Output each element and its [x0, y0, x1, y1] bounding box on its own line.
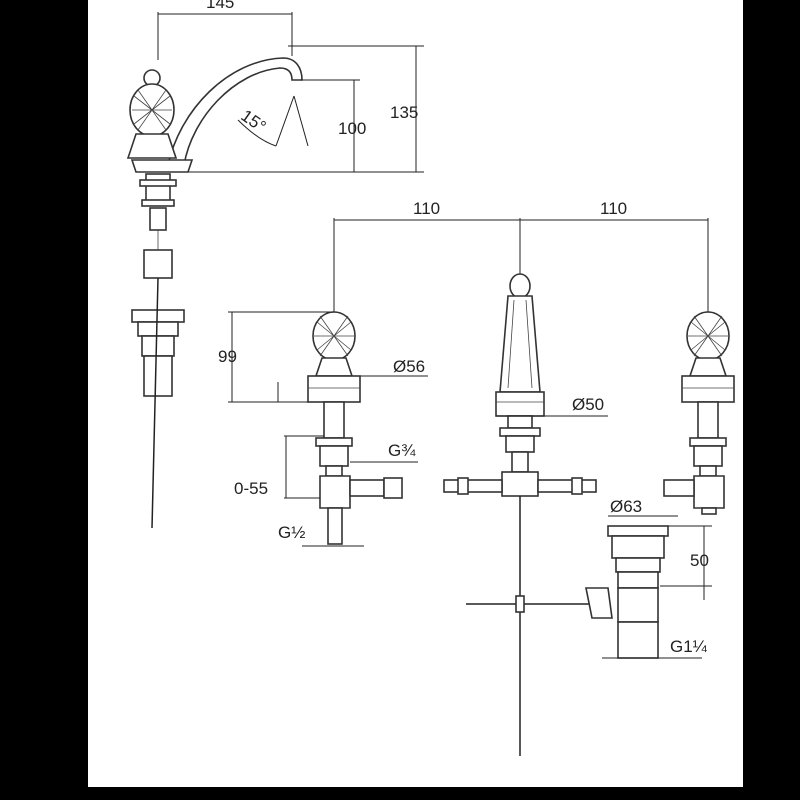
- left-handle-dimensions: 99 Ø56 0-55 G¾ G½: [218, 311, 428, 547]
- dim-spout-diameter: Ø50: [572, 395, 604, 414]
- dim-drain-thread: G1¼: [670, 637, 708, 656]
- dim-inlet-thread: G¾: [388, 441, 416, 460]
- dim-deck-thickness: 0-55: [234, 479, 268, 498]
- drain-dimensions: Ø63 50 G1¼: [602, 497, 712, 659]
- spacing-dimensions: 110 110: [333, 199, 709, 312]
- side-handle-knob: [126, 69, 178, 159]
- left-handle-assembly: [307, 311, 403, 545]
- spout: [167, 57, 303, 166]
- drawing-sheet: 145 135 100 15° 110 110: [88, 0, 743, 787]
- dim-spout-reach: 145: [206, 0, 234, 12]
- side-dimensions: 145 135 100 15°: [157, 0, 424, 173]
- dim-drain-height: 50: [690, 551, 709, 570]
- side-view-faucet: [126, 57, 309, 529]
- dim-drain-diameter: Ø63: [610, 497, 642, 516]
- dim-overall-height: 135: [390, 103, 418, 122]
- dim-spout-height: 100: [338, 119, 366, 138]
- dim-spacing-left: 110: [413, 199, 440, 218]
- spout-diameter-dimension: Ø50: [496, 395, 608, 417]
- right-handle-assembly: [663, 311, 735, 515]
- center-spout-assembly: [443, 273, 597, 756]
- technical-drawing: 145 135 100 15° 110 110: [126, 0, 735, 756]
- dim-outlet-thread: G½: [278, 523, 305, 542]
- dim-spout-angle: 15°: [238, 106, 270, 136]
- dim-handle-height: 99: [218, 347, 237, 366]
- drain-assembly: [585, 525, 669, 659]
- dim-handle-diameter: Ø56: [393, 357, 425, 376]
- dim-spacing-right: 110: [600, 199, 627, 218]
